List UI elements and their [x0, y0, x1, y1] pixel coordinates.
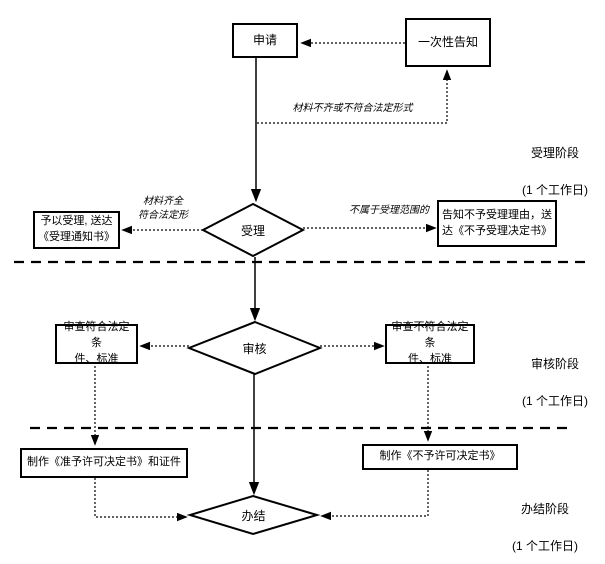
- make-denial-node: 制作《不予许可决定书》: [362, 444, 518, 470]
- accept-diamond-shape: [200, 202, 306, 258]
- stage-label-close: 办结阶段 (1 个工作日): [495, 481, 595, 555]
- stage-review-duration: (1 个工作日): [521, 393, 588, 408]
- grant-accept-node: 予以受理, 送达 《受理通知书》: [33, 211, 120, 249]
- make-license-node: 制作《准予许可决定书》和证件: [20, 448, 188, 478]
- accept-diamond-label: 受理: [240, 223, 265, 238]
- stage-close-name: 办结阶段: [520, 501, 569, 516]
- apply-node: 申请: [232, 23, 298, 58]
- edge-license-to-close: [94, 478, 188, 522]
- stage-label-review: 审核阶段 (1 个工作日): [505, 336, 605, 410]
- review-fail-node: 审查不符合法定条 件、标准: [385, 321, 475, 365]
- review-pass-node: 审查符合法定条 件、标准: [55, 321, 138, 365]
- edge-incomplete-to-notice: [257, 69, 452, 124]
- stage-label-accept: 受理阶段 (1 个工作日): [505, 125, 605, 199]
- edge-label-incomplete: 材料不齐或不符合法定形式: [292, 103, 413, 114]
- edge-label-complete: 材料齐全 符合法定形: [138, 196, 188, 221]
- close-diamond-label: 办结: [241, 508, 266, 523]
- stage-review-name: 审核阶段: [530, 356, 579, 371]
- stage-accept-duration: (1 个工作日): [521, 182, 588, 197]
- review-diamond-shape: [186, 320, 323, 376]
- close-diamond-shape: [186, 494, 321, 536]
- edge-label-out-of-scope: 不属于受理范围的: [349, 205, 429, 216]
- one-time-notice-node: 一次性告知: [405, 18, 491, 67]
- reject-accept-node: 告知不予受理理由，送达《不予受理决定书》: [437, 200, 557, 247]
- stage-close-duration: (1 个工作日): [511, 538, 578, 553]
- stage-accept-name: 受理阶段: [530, 145, 579, 160]
- edge-denial-to-close: [320, 470, 429, 521]
- review-diamond-label: 审核: [242, 341, 267, 356]
